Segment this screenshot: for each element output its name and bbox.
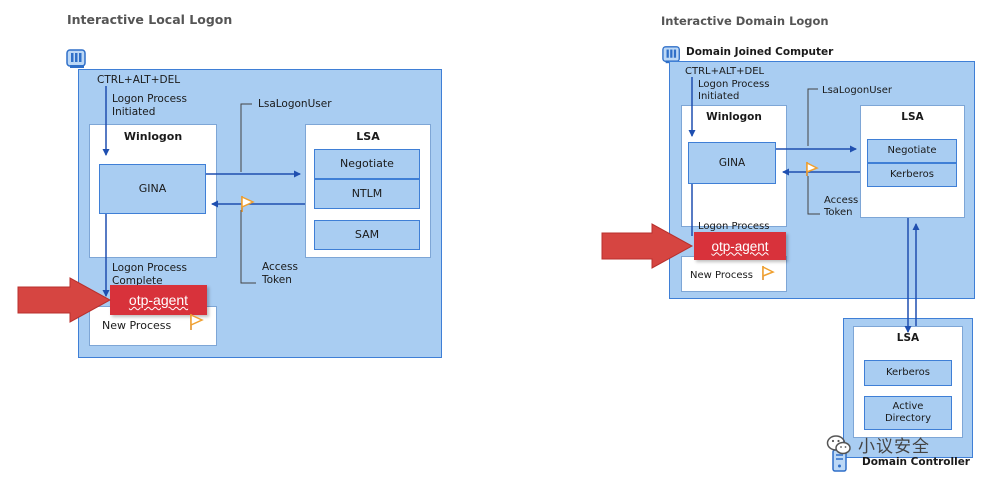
- domain-controller-label: Domain Controller: [862, 456, 970, 468]
- flag-icon: [762, 265, 775, 280]
- wechat-icon: [826, 434, 852, 456]
- left-sam-box: SAM: [314, 220, 420, 250]
- left-winlogon-title: Winlogon: [123, 130, 183, 143]
- right-computer-label: Domain Joined Computer: [686, 46, 834, 58]
- flag-icon: [241, 195, 255, 212]
- right-lsa-title: LSA: [901, 111, 924, 123]
- left-gina-box: GINA: [99, 164, 206, 214]
- left-otp-agent-box: otp-agent: [110, 285, 207, 315]
- left-lsalogonuser-label: LsaLogonUser: [258, 98, 332, 110]
- right-kerberos-box: Kerberos: [867, 163, 957, 187]
- left-new-process-label: New Process: [102, 319, 172, 332]
- right-gina-box: GINA: [688, 142, 776, 184]
- right-lsalogonuser-label: LsaLogonUser: [822, 85, 893, 96]
- left-lsalogonuser-bracket: [240, 103, 252, 172]
- right-diagram-title: Interactive Domain Logon: [661, 14, 829, 28]
- right-ctrl-alt-del-label: CTRL+ALT+DEL: [685, 66, 765, 77]
- left-ntlm-box: NTLM: [314, 179, 420, 209]
- left-lsa-title: LSA: [356, 130, 380, 143]
- right-otp-agent-box: otp-agent: [694, 232, 786, 260]
- right-winlogon-title: Winlogon: [706, 111, 762, 123]
- right-lsalogonuser-bracket: [807, 88, 818, 146]
- left-diagram-title: Interactive Local Logon: [67, 12, 233, 27]
- computer-icon: [66, 48, 88, 70]
- dc-kerberos-box: Kerberos: [864, 360, 952, 386]
- dc-lsa-title: LSA: [896, 332, 920, 344]
- flag-icon: [190, 313, 204, 330]
- left-ctrl-alt-del-label: CTRL+ALT+DEL: [97, 74, 181, 86]
- right-negotiate-box: Negotiate: [867, 139, 957, 163]
- flag-icon: [806, 161, 819, 176]
- right-logon-partial-label: Logon Process: [698, 221, 770, 232]
- right-access-token-bracket: [807, 176, 820, 215]
- left-access-token-bracket: [240, 210, 256, 284]
- watermark-text: 小议安全: [858, 437, 930, 457]
- right-new-process-label: New Process: [690, 270, 753, 281]
- right-pointer-arrow: [601, 223, 694, 269]
- left-pointer-arrow: [17, 277, 112, 323]
- left-negotiate-box: Negotiate: [314, 149, 420, 179]
